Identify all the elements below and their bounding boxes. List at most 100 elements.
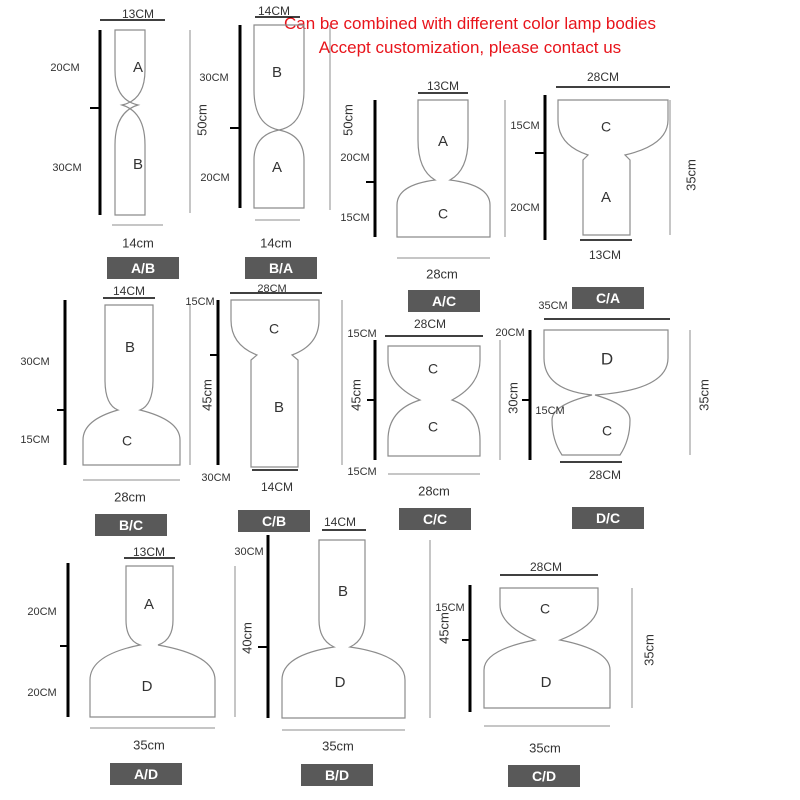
banner-line-2: Accept customization, please contact us bbox=[318, 38, 622, 57]
vase-outline bbox=[253, 24, 305, 209]
bottom-width-label: 14cm bbox=[260, 235, 292, 250]
bottom-height-label: 20CM bbox=[510, 202, 539, 214]
combo-tag-dc: D/C bbox=[572, 507, 644, 529]
top-width-label: 35CM bbox=[538, 300, 567, 312]
bottom-height-label: 30CM bbox=[201, 472, 230, 484]
bottom-part-label: B bbox=[133, 156, 143, 173]
bottom-part-label: D bbox=[142, 678, 153, 695]
total-height-label: 45cm bbox=[348, 379, 363, 411]
vase-outline bbox=[543, 329, 669, 456]
total-height-label: 50cm bbox=[340, 104, 355, 136]
bottom-part-label: C bbox=[122, 433, 132, 449]
total-height-label: 45cm bbox=[199, 379, 214, 411]
combo-tag-ad: A/D bbox=[110, 763, 182, 785]
top-height-label: 15CM bbox=[347, 328, 376, 340]
total-height-label: 35cm bbox=[641, 634, 656, 666]
top-width-label: 13CM bbox=[122, 7, 154, 21]
top-part-label: B bbox=[338, 583, 348, 600]
vase-outline bbox=[230, 299, 320, 468]
vase-outline bbox=[483, 587, 611, 709]
combo-bc: 14CM 30CM 15CM 28cm B C bbox=[20, 284, 191, 504]
combo-tag-cd: C/D bbox=[508, 765, 580, 787]
top-height-label: 20CM bbox=[495, 327, 524, 339]
top-height-label: 20CM bbox=[50, 62, 79, 74]
bottom-height-label: 15CM bbox=[20, 434, 49, 446]
vase-outline bbox=[114, 29, 146, 216]
total-height-label: 50cm bbox=[194, 104, 209, 136]
top-height-label: 20CM bbox=[27, 606, 56, 618]
vase-outline bbox=[557, 99, 669, 236]
top-part-label: C bbox=[269, 321, 279, 337]
top-part-label: A bbox=[144, 596, 154, 613]
bottom-part-label: C bbox=[602, 423, 612, 439]
top-width-label: 13CM bbox=[133, 545, 165, 559]
combo-tag-cc: C/C bbox=[399, 508, 471, 530]
vase-outline bbox=[281, 539, 406, 719]
bottom-width-label: 28cm bbox=[114, 489, 146, 504]
vase-outline bbox=[396, 99, 491, 238]
top-part-label: A bbox=[133, 59, 143, 76]
top-part-label: D bbox=[601, 349, 613, 368]
bottom-part-label: A bbox=[272, 159, 282, 176]
bottom-part-label: C bbox=[428, 419, 438, 435]
combo-tag-cb: C/B bbox=[238, 510, 310, 532]
combo-tag-ac: A/C bbox=[408, 290, 480, 312]
bottom-width-label: 35cm bbox=[529, 740, 561, 755]
bottom-height-label: 20CM bbox=[200, 172, 229, 184]
top-part-label: C bbox=[601, 119, 611, 135]
combo-tag-bc: B/C bbox=[95, 514, 167, 536]
bottom-height-label: 15CM bbox=[340, 212, 369, 224]
combo-cb: 28CM 15CM 30CM 14CM 45cm C B bbox=[185, 283, 343, 494]
top-height-label: 15CM bbox=[185, 296, 214, 308]
bottom-part-label: A bbox=[601, 189, 611, 206]
top-part-label: A bbox=[438, 133, 448, 150]
bottom-height-label: 15CM bbox=[535, 405, 564, 417]
top-part-label: C bbox=[540, 601, 550, 617]
top-width-label: 14CM bbox=[113, 284, 145, 298]
total-height-label: 40cm bbox=[239, 622, 254, 654]
vase-outline bbox=[82, 304, 181, 466]
vase-outline bbox=[89, 565, 216, 718]
vase-outline bbox=[387, 345, 481, 457]
total-height-label: 35cm bbox=[683, 159, 698, 191]
bottom-part-label: D bbox=[541, 674, 552, 691]
top-height-label: 30CM bbox=[20, 356, 49, 368]
bottom-part-label: B bbox=[274, 399, 284, 416]
top-width-label: 28CM bbox=[257, 283, 286, 295]
top-width-label: 28CM bbox=[587, 70, 619, 84]
top-height-label: 15CM bbox=[510, 120, 539, 132]
top-width-label: 14CM bbox=[258, 4, 290, 18]
middle-height-label: 30cm bbox=[505, 382, 520, 414]
bottom-height-label: 30CM bbox=[52, 162, 81, 174]
top-part-label: B bbox=[125, 339, 135, 356]
bottom-part-label: C bbox=[438, 206, 448, 222]
combo-ab: 13CM 20CM 30CM 14cm 50cm A B bbox=[50, 7, 209, 250]
combo-tag-ab: A/B bbox=[107, 257, 179, 279]
total-height-label: 35cm bbox=[696, 379, 711, 411]
combo-tag-ca: C/A bbox=[572, 287, 644, 309]
top-width-label: 28CM bbox=[414, 317, 446, 331]
banner-line-1: Can be combined with different color lam… bbox=[283, 14, 656, 33]
bottom-width-label: 35cm bbox=[133, 737, 165, 752]
bottom-width-label: 35cm bbox=[322, 738, 354, 753]
top-width-label: 14CM bbox=[324, 515, 356, 529]
bottom-height-label: 15CM bbox=[347, 466, 376, 478]
bottom-width-label: 14cm bbox=[122, 235, 154, 250]
top-part-label: C bbox=[428, 361, 438, 377]
bottom-width-label: 14CM bbox=[261, 480, 293, 494]
combo-tag-bd: B/D bbox=[301, 764, 373, 786]
bottom-width-label: 28cm bbox=[426, 266, 458, 281]
top-height-label: 30CM bbox=[234, 546, 263, 558]
combo-tag-ba: B/A bbox=[245, 257, 317, 279]
top-height-label: 20CM bbox=[340, 152, 369, 164]
top-width-label: 28CM bbox=[530, 560, 562, 574]
bottom-part-label: D bbox=[335, 674, 346, 691]
